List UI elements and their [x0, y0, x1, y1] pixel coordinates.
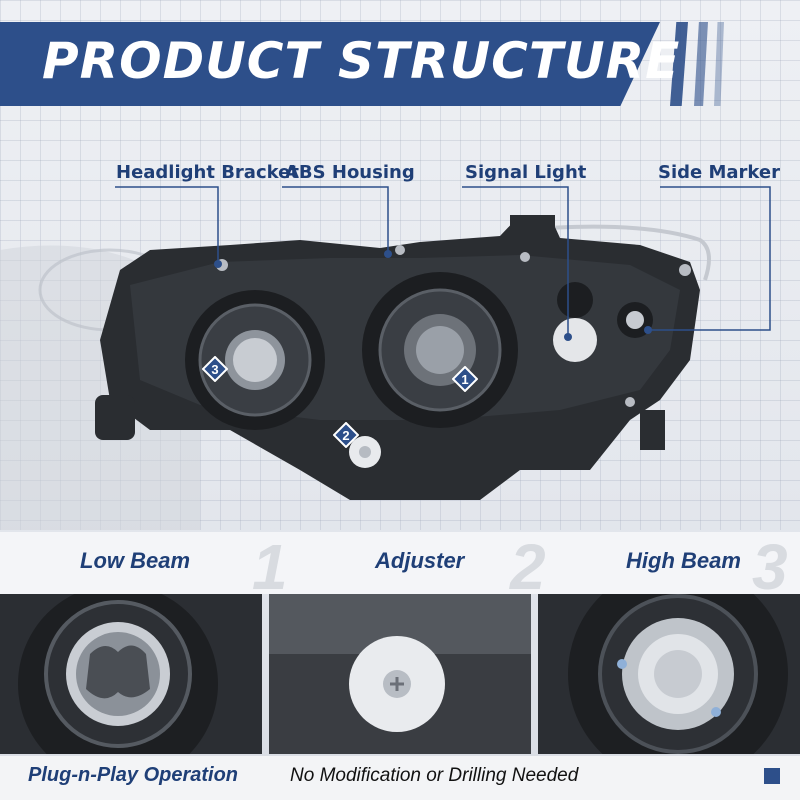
detail-label-band: [0, 532, 800, 594]
footer-feature-text: No Modification or Drilling Needed: [290, 765, 579, 786]
low-beam-closeup-image: [0, 594, 262, 754]
footer-bar: [0, 756, 800, 800]
detail-label-high-beam: High Beam: [626, 548, 741, 573]
headlight-assembly-image: [0, 215, 711, 530]
detail-number: 1: [252, 531, 288, 603]
high-beam-closeup-image: [538, 594, 800, 754]
callout-dot-icon: [644, 326, 652, 334]
callout-dot-icon: [214, 260, 222, 268]
callout-side-marker: Side Marker: [658, 162, 781, 183]
badge-number: 2: [342, 428, 349, 443]
callout-leader-lines: [115, 186, 771, 341]
callout-dot-icon: [384, 250, 392, 258]
detail-label-low-beam: Low Beam: [80, 548, 191, 573]
page-title: PRODUCT STRUCTURE: [42, 32, 681, 90]
number-badge-icon: 1: [452, 366, 478, 392]
badge-number: 1: [461, 372, 468, 387]
title-banner: [0, 22, 660, 106]
callout-signal-light: Signal Light: [465, 162, 587, 183]
detail-number: 3: [752, 531, 788, 603]
number-badge-icon: 2: [333, 422, 359, 448]
badge-number: 3: [211, 362, 218, 377]
callout-dot-icon: [564, 333, 572, 341]
detail-number: 2: [510, 531, 546, 603]
footer-feature-title: Plug-n-Play Operation: [28, 764, 239, 786]
adjuster-closeup-image: [269, 594, 531, 754]
callout-abs-housing: ABS Housing: [285, 162, 415, 183]
square-bullet-icon: [764, 768, 780, 784]
number-badge-icon: 3: [202, 356, 228, 382]
detail-label-adjuster: Adjuster: [375, 548, 465, 573]
banner-stripe: [714, 22, 724, 106]
callout-headlight-bracket: Headlight Bracket: [116, 162, 299, 183]
